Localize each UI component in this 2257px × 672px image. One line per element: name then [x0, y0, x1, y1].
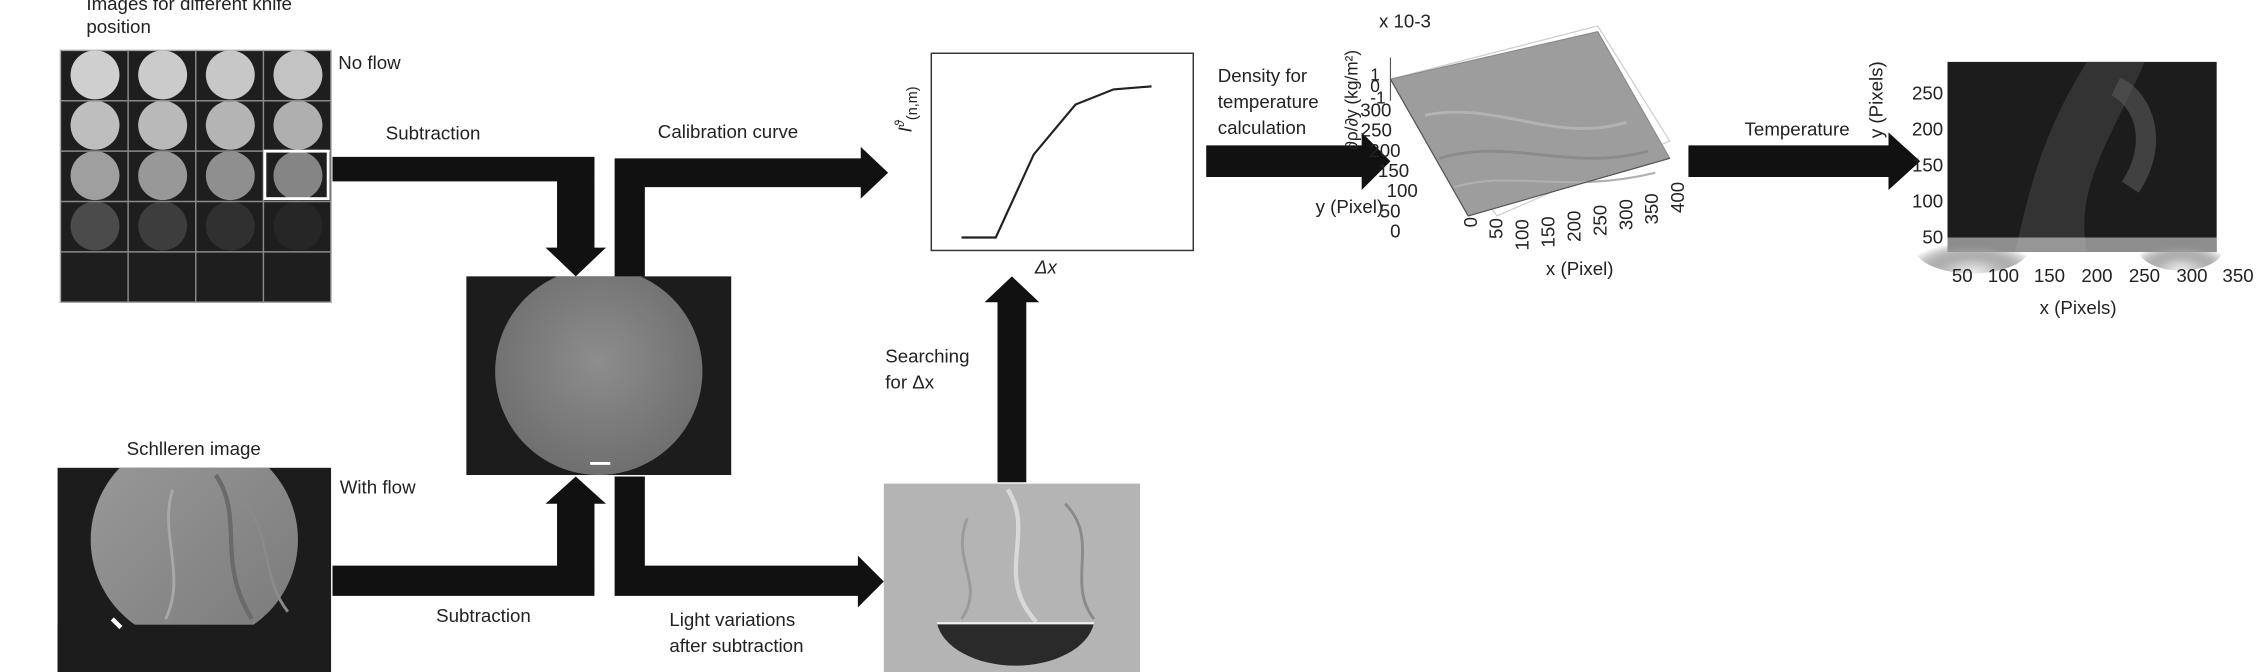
knife-grid-row-2	[70, 100, 323, 150]
knife-image-2-1	[70, 100, 120, 150]
density-x-tick-200: 200	[1563, 210, 1585, 242]
temperature-y-tick-150: 150	[1911, 154, 1944, 176]
calibration-plot	[930, 52, 1194, 252]
density-z-tick-0: 0	[1370, 76, 1380, 97]
no-flow-label: No flow	[338, 51, 401, 74]
knife-image-4-1	[70, 201, 120, 251]
arrow-temperature	[1688, 132, 1921, 191]
flow-arrows	[332, 132, 1921, 608]
density-x-tick-150: 150	[1537, 216, 1559, 248]
density-y-tick-50: 50	[1379, 200, 1401, 222]
temperature-x-tick-50: 50	[1951, 264, 1973, 287]
density-y-tick-150: 150	[1377, 159, 1410, 182]
density-line-1: Density for	[1217, 64, 1308, 87]
knife-image-3-2	[138, 151, 188, 201]
knife-image-3-4	[273, 151, 323, 201]
knife-image-3-1	[70, 151, 120, 201]
calibration-curve-line	[961, 85, 1152, 239]
temperature-x-tick-200: 200	[2081, 264, 2113, 287]
calibration-ylabel-sub: (n,m)	[905, 86, 922, 121]
arrow-subtraction-bottom	[332, 476, 606, 596]
density-y-tick-0: 0	[1390, 220, 1401, 242]
searching-line-1: Searching	[885, 345, 970, 368]
density-z-tick-1: 1	[1370, 64, 1380, 85]
knife-image-2-4	[273, 100, 323, 150]
arrow-light-variations	[614, 476, 884, 608]
temperature-y-tick-200: 200	[1911, 118, 1944, 140]
light-variations-line-1: Light variations	[669, 608, 796, 631]
knife-grid-row-3	[70, 151, 323, 201]
knife-title-line-2: position	[86, 15, 151, 38]
density-surface-plot	[1389, 25, 1671, 217]
temperature-arrow-label: Temperature	[1744, 118, 1850, 140]
knife-image-1-4	[273, 50, 323, 100]
temperature-y-tick-250: 250	[1911, 82, 1944, 104]
knife-image-3-3	[205, 151, 255, 201]
knife-position-grid	[59, 49, 332, 303]
knife-image-4-2	[138, 201, 188, 251]
temperature-x-tick-250: 250	[2128, 264, 2161, 287]
calibration-curve-label: Calibration curve	[657, 120, 799, 143]
density-y-tick-250: 250	[1360, 119, 1392, 142]
light-variations-line-2: after subtraction	[669, 634, 804, 657]
knife-image-4-4	[273, 201, 323, 251]
density-y-tick-200: 200	[1369, 139, 1401, 162]
temperature-x-tick-100: 100	[1987, 264, 2020, 287]
density-x-tick-400: 400	[1666, 181, 1689, 214]
knife-grid-row-1	[70, 50, 323, 100]
knife-title-line-1: Images for different knife	[86, 0, 292, 15]
knife-image-1-2	[138, 50, 188, 100]
arrow-subtraction-top	[332, 156, 606, 277]
schlieren-image	[57, 467, 332, 672]
arrow-density	[1206, 132, 1391, 191]
arrow-searching	[984, 276, 1040, 483]
density-xlabel: x (Pixel)	[1545, 257, 1614, 280]
temperature-x-tick-350: 350	[2222, 264, 2254, 287]
knife-image-4-3	[205, 201, 255, 251]
subtraction-bottom-label: Subtraction	[436, 604, 531, 627]
knife-grid-row-4	[70, 201, 323, 251]
light-variations-image	[883, 483, 1141, 672]
density-line-2: temperature	[1217, 90, 1319, 113]
knife-image-1-1	[70, 50, 120, 100]
density-exponent: x 10-3	[1378, 10, 1431, 32]
temperature-y-tick-100: 100	[1911, 190, 1944, 212]
knife-image-1-3	[205, 50, 255, 100]
density-z-tick-neg1: -1	[1370, 87, 1386, 108]
selected-knife-highlight	[263, 149, 330, 201]
density-x-tick-300: 300	[1615, 199, 1637, 231]
schlieren-title: Schlleren image	[126, 437, 261, 460]
knife-image-2-2	[138, 100, 188, 150]
temperature-y-tick-50: 50	[1922, 225, 1944, 248]
calibration-xlabel: Δx	[1034, 256, 1057, 278]
calibration-ylabel-main: I	[894, 127, 916, 133]
calibration-ylabel-sup: ϑ	[892, 120, 907, 128]
with-flow-label: With flow	[339, 476, 416, 499]
density-x-tick-50: 50	[1485, 218, 1508, 239]
density-y-tick-100: 100	[1386, 179, 1418, 202]
density-line-3: calculation	[1217, 116, 1307, 139]
subtraction-top-label: Subtraction	[385, 122, 481, 144]
temperature-xlabel: x (Pixels)	[2039, 296, 2117, 319]
temperature-y-ticks: 250 200 150 100 50	[1903, 75, 1943, 255]
knife-image-2-3	[205, 100, 255, 150]
density-y-ticks: 300 250 200 150 100 50 0	[1360, 99, 1435, 242]
calibration-ylabel: Iϑ(n,m)	[888, 86, 925, 132]
searching-line-2: for Δx	[885, 371, 935, 393]
density-ylabel: y (Pixel)	[1315, 195, 1384, 218]
density-x-tick-250: 250	[1589, 204, 1611, 237]
temperature-x-tick-150: 150	[2033, 264, 2066, 287]
arrow-calibration-curve	[614, 146, 889, 277]
density-x-tick-350: 350	[1640, 193, 1663, 225]
density-z-ticks: 1 0 -1	[1370, 64, 1386, 108]
density-x-tick-0: 0	[1459, 217, 1482, 228]
density-x-tick-100: 100	[1511, 219, 1533, 251]
temperature-x-tick-300: 300	[2176, 264, 2208, 287]
subtraction-result-image	[466, 276, 732, 476]
temperature-ylabel: y (Pixels)	[1865, 61, 1888, 139]
density-y-tick-300: 300	[1360, 99, 1392, 121]
temperature-image	[1914, 61, 2224, 274]
